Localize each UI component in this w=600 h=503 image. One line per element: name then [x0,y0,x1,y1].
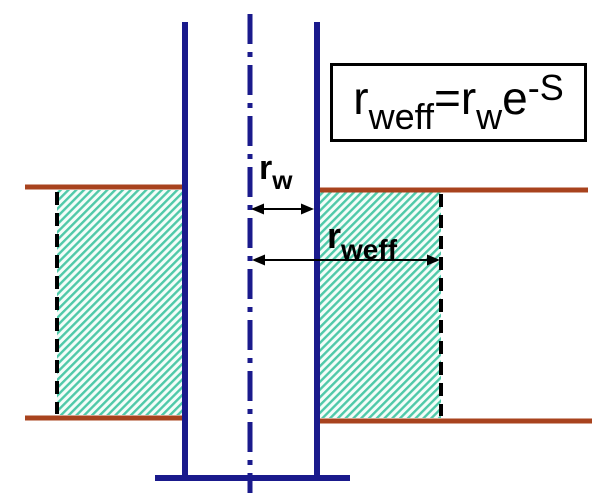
formula-lhs-base: r [353,72,369,124]
rweff-arrowhead-right [427,254,440,266]
skin-zone-right [319,192,441,418]
formula-equals-sign: = [433,72,461,124]
skin-zone-left [57,190,183,415]
rw-label-base: r [259,149,273,187]
formula-lhs-subscript: weff [368,96,434,137]
formula-exp-superscript: -S [527,67,564,108]
rw-label-subscript: w [272,165,293,195]
rw-arrowhead-right [301,203,314,215]
rw-label: rw [259,151,292,193]
rweff-arrowhead-left [252,254,265,266]
rw-dimension-arrow [251,203,314,215]
formula-rhs-subscript: w [476,96,503,137]
rweff-label: rweff [327,218,397,264]
formula-rhs-base: r [460,72,477,124]
formula-equation: rweff=rwe-S [353,70,564,135]
rweff-label-subscript: weff [341,234,398,265]
rweff-dimension-arrow [252,254,440,266]
formula-exp-base: e [502,72,528,124]
rw-arrowhead-left [251,203,264,215]
rweff-label-base: r [327,215,342,256]
formula-box: rweff=rwe-S [330,63,587,142]
